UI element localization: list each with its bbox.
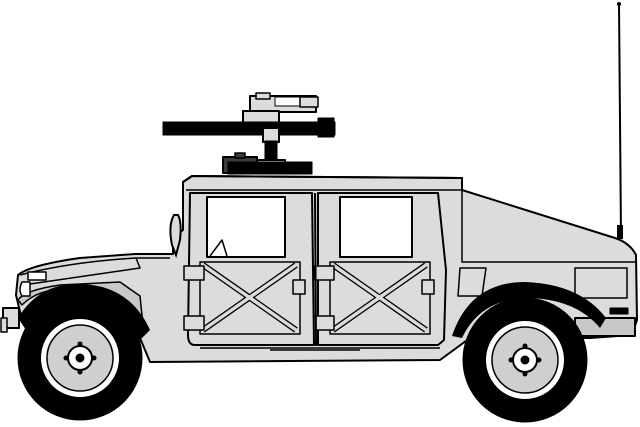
front-door	[183, 192, 315, 346]
front-window	[206, 196, 286, 258]
front-wheel-arch	[18, 283, 150, 340]
rear-wheel-arch	[452, 282, 606, 338]
rear-wheel	[462, 297, 588, 423]
front-wheel	[17, 295, 143, 421]
roof-weapon	[162, 92, 336, 175]
rear-door	[313, 192, 447, 346]
rear-window	[339, 196, 413, 258]
antenna	[617, 2, 623, 239]
side-mirror	[169, 214, 182, 259]
